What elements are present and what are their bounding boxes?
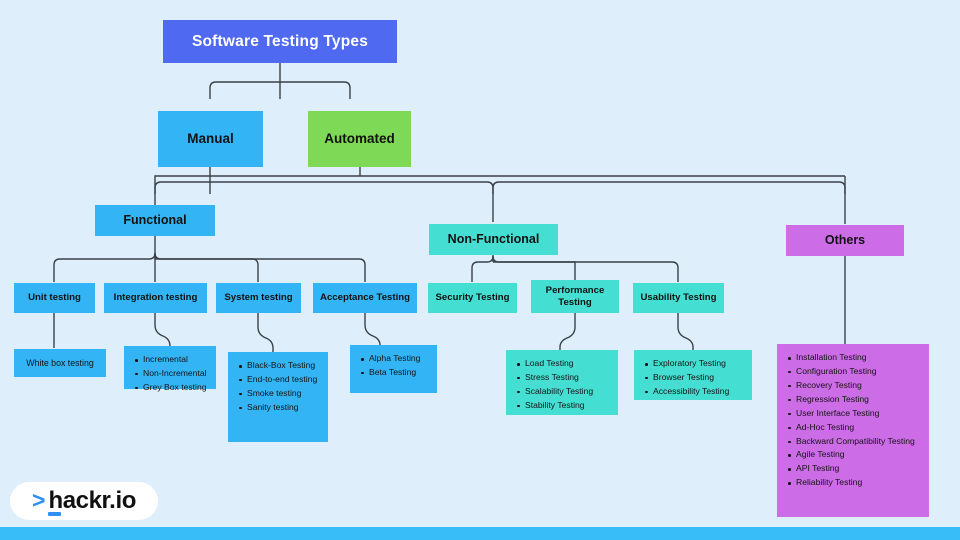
node-functional[interactable]: Functional [95,205,215,236]
list-item: Alpha Testing [360,352,420,366]
list-item: End-to-end testing [238,373,317,387]
list-item: User Interface Testing [788,407,915,421]
list-item: Scalability Testing [516,385,593,399]
node-root-label: Software Testing Types [191,32,369,50]
node-others[interactable]: Others [786,225,904,256]
node-unit-testing-label: Unit testing [28,292,81,304]
node-integration-testing-label: Integration testing [113,292,198,304]
list-item: Load Testing [516,357,593,371]
list-item: Configuration Testing [788,365,915,379]
node-others-label: Others [824,233,866,248]
list-item: Stress Testing [516,371,593,385]
list-item: Installation Testing [788,351,915,365]
leaf-white-box-testing-label: White box testing [26,358,94,368]
node-manual[interactable]: Manual [158,111,263,167]
list-item: Recovery Testing [788,379,915,393]
list-item: Black-Box Testing [238,359,317,373]
node-system-testing-label: System testing [224,292,293,304]
chevron-right-icon: > [32,486,46,513]
node-security-testing-label: Security Testing [435,292,510,304]
bottom-accent-bar [0,527,960,540]
list-item: Incremental [135,353,207,367]
node-performance-testing[interactable]: Performance Testing [531,280,619,313]
list-item: Sanity testing [238,401,317,415]
node-usability-testing-label: Usability Testing [640,292,717,304]
list-item: Beta Testing [360,366,420,380]
list-item: Accessibility Testing [644,385,729,399]
node-usability-testing[interactable]: Usability Testing [633,283,724,313]
list-item: Smoke testing [238,387,317,401]
list-item: Regression Testing [788,393,915,407]
list-item: Stability Testing [516,399,593,413]
node-manual-label: Manual [187,131,234,147]
node-root[interactable]: Software Testing Types [163,20,397,63]
logo-underline-accent [48,512,62,516]
node-non-functional-label: Non-Functional [447,232,540,247]
list-item: Ad-Hoc Testing [788,421,915,435]
node-performance-testing-label: Performance Testing [545,285,605,308]
node-acceptance-testing[interactable]: Acceptance Testing [313,283,417,313]
node-automated[interactable]: Automated [308,111,411,167]
hackr-io-logo[interactable]: > hackr.io [10,482,158,520]
logo-wordmark: hackr.io [48,487,136,516]
list-item: Non-Incremental [135,367,207,381]
node-automated-label: Automated [324,131,395,147]
node-integration-testing[interactable]: Integration testing [104,283,207,313]
node-functional-label: Functional [123,213,187,228]
list-item: Grey Box testing [135,381,207,395]
list-item: Exploratory Testing [644,357,729,371]
list-item: Agile Testing [788,448,915,462]
list-item: Backward Compatibility Testing [788,435,915,449]
node-acceptance-testing-label: Acceptance Testing [320,292,410,304]
logo-wordmark-text: hackr.io [48,487,136,514]
list-item: Reliability Testing [788,476,915,490]
node-unit-testing[interactable]: Unit testing [14,283,95,313]
node-system-testing[interactable]: System testing [216,283,301,313]
list-item: Browser Testing [644,371,729,385]
leaf-white-box-testing[interactable]: White box testing [14,349,106,377]
list-item: API Testing [788,462,915,476]
node-security-testing[interactable]: Security Testing [428,283,517,313]
node-non-functional[interactable]: Non-Functional [429,224,558,255]
